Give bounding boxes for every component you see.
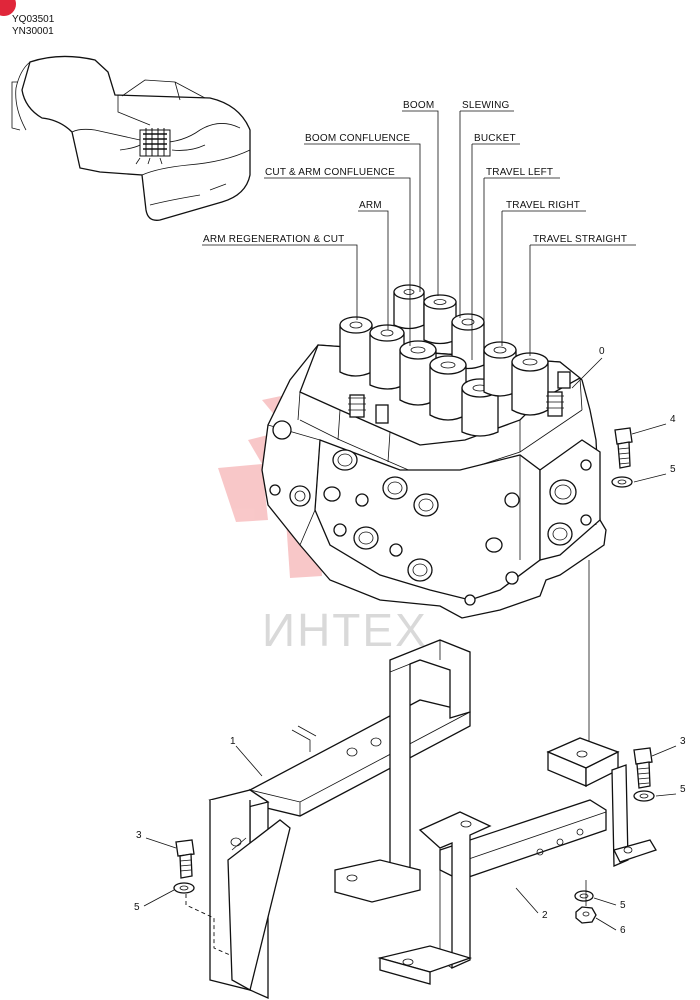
bolt-3-right (633, 747, 653, 789)
washer-5-right (633, 790, 655, 802)
bolt-4 (614, 427, 633, 469)
washer-5-left (173, 882, 195, 894)
callout-travel-straight: TRAVEL STRAIGHT (533, 234, 627, 245)
part-number-1: 1 (230, 736, 236, 747)
bolt-3-left (175, 839, 195, 879)
valve-location-marker (135, 128, 171, 165)
washer-5-upper (611, 476, 633, 488)
part-number-2: 2 (542, 910, 548, 921)
mounting-bracket-1 (208, 639, 471, 1000)
watermark-text: ИНТЕХ (262, 604, 428, 656)
callout-arm: ARM (359, 200, 382, 211)
mounting-bracket-2 (377, 737, 657, 985)
washer-5-bottom (574, 890, 594, 902)
callout-leaders (202, 110, 636, 384)
callout-travel-right: TRAVEL RIGHT (506, 200, 580, 211)
callout-boom-confluence: BOOM CONFLUENCE (305, 133, 410, 144)
bolt-insertion-dashed-line (185, 894, 231, 956)
header-code-1: YQ03501 (12, 14, 55, 25)
part-number-5-upper: 5 (670, 464, 676, 475)
control-valve-assembly (261, 284, 607, 619)
machine-overview-illustration (11, 55, 251, 221)
valve-ports (269, 420, 592, 606)
part-number-6: 6 (620, 925, 626, 936)
nut-6 (575, 906, 597, 924)
callout-bucket: BUCKET (474, 133, 516, 144)
part-number-3-left: 3 (136, 830, 142, 841)
spool-caps (339, 284, 571, 437)
callout-slewing: SLEWING (462, 100, 510, 111)
corner-marker (0, 0, 16, 16)
callout-boom: BOOM (403, 100, 434, 111)
part-number-4: 4 (670, 414, 676, 425)
callout-cut-arm-confluence: CUT & ARM CONFLUENCE (265, 167, 395, 178)
part-number-5-right: 5 (680, 784, 686, 795)
part-number-5-left: 5 (134, 902, 140, 913)
part-number-5-bottom: 5 (620, 900, 626, 911)
part-number-0: 0 (599, 346, 605, 357)
header-code-2: YN30001 (12, 26, 54, 37)
callout-arm-regeneration-cut: ARM REGENERATION & CUT (203, 234, 344, 245)
callout-travel-left: TRAVEL LEFT (486, 167, 553, 178)
part-number-3-right: 3 (680, 736, 686, 747)
